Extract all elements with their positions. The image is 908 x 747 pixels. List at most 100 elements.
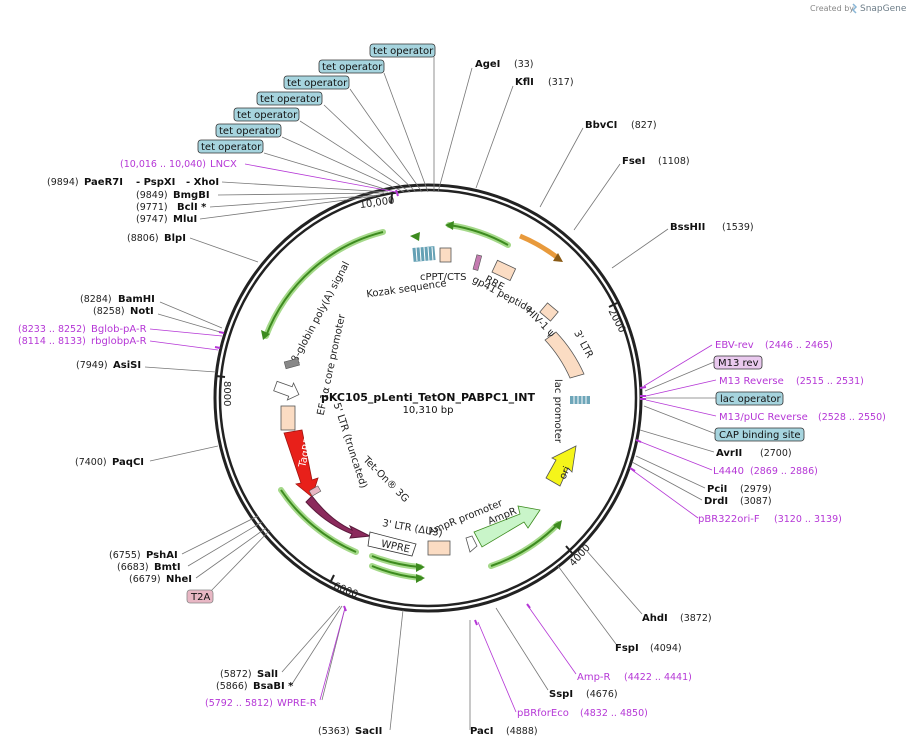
primer-pos: (2528 .. 2550) — [818, 412, 886, 423]
feature-arrowheads — [261, 221, 562, 583]
feature-rre-block — [472, 254, 483, 271]
enzyme-name-kfli[interactable]: KflI — [515, 77, 534, 88]
tick-mark — [390, 193, 393, 204]
enzyme-name-pspxi[interactable]: - PspXI — [136, 177, 175, 188]
feature-kozak-block — [439, 247, 452, 263]
feature-3ltr-du3-block — [427, 540, 451, 556]
tet-operator-box[interactable] — [369, 43, 436, 58]
feature-lac-stripes — [573, 396, 587, 404]
primer-pos: (2515 .. 2531) — [796, 376, 864, 387]
tet-operator-box[interactable] — [233, 107, 300, 122]
enzyme-leaders-right-top — [437, 67, 669, 269]
primer-name-wpre-r[interactable]: WPRE-R — [277, 698, 317, 709]
enzyme-name-sali[interactable]: SalI — [257, 669, 278, 680]
enzyme-name-xhoi[interactable]: - XhoI — [186, 177, 219, 188]
feature-hiv-block — [539, 302, 559, 322]
enzyme-name-drdi[interactable]: DrdI — [704, 496, 728, 507]
primer-name-m13-reverse[interactable]: M13 Reverse — [719, 376, 784, 387]
primer-name-bglob-pa-r[interactable]: Bglob-pA-R — [91, 324, 147, 335]
enzyme-pos: (3872) — [680, 613, 712, 624]
m13-rev-label: M13 rev — [718, 358, 759, 369]
enzyme-pos: (5363) — [318, 726, 350, 737]
primer-name-lncx[interactable]: LNCX — [210, 159, 237, 170]
enzyme-name-nhei[interactable]: NheI — [166, 574, 192, 585]
feature-leaders-right — [631, 361, 717, 501]
enzyme-name-blpi[interactable]: BlpI — [164, 233, 186, 244]
enzyme-name-bbvci[interactable]: BbvCI — [585, 120, 617, 131]
feature-label-3ltr: 3' LTR — [571, 329, 595, 360]
primer-name-l4440[interactable]: L4440 — [713, 466, 744, 477]
tet-operator-label: tet operator — [287, 78, 348, 89]
tick-label-10000: 10,000 — [359, 195, 395, 211]
primer-leader — [149, 328, 223, 337]
enzyme-pos: (6683) — [117, 562, 149, 573]
arrowhead-icon — [445, 221, 454, 230]
m13-rev-box[interactable] — [713, 355, 763, 370]
enzyme-name-bsabi[interactable]: BsaBI * — [253, 681, 294, 692]
enzyme-pos: (4888) — [506, 726, 538, 737]
t2a-box[interactable] — [186, 589, 214, 604]
arrowhead-icon — [553, 520, 562, 530]
enzyme-name-ahdi[interactable]: AhdI — [642, 613, 668, 624]
enzyme-name-paci[interactable]: PacI — [470, 726, 493, 737]
enzyme-name-agei[interactable]: AgeI — [475, 59, 500, 70]
feature-label-teton: Tet-On® 3G — [360, 454, 411, 505]
enzyme-name-paqci[interactable]: PaqCI — [112, 457, 144, 468]
enzyme-name-sspi[interactable]: SspI — [549, 689, 573, 700]
enzyme-pos: (5866) — [216, 681, 248, 692]
arrowhead-icon — [416, 574, 425, 583]
primer-pos: (5792 .. 5812) — [205, 698, 273, 709]
tet-operator-box[interactable] — [318, 59, 385, 74]
primer-name-pbrforeco[interactable]: pBRforEco — [517, 708, 569, 719]
lac-operator-label: lac operator — [720, 394, 781, 405]
snapgene-logo[interactable]: SnapGene — [851, 3, 907, 14]
tet-operator-box[interactable] — [197, 139, 264, 154]
feature-label-ori: ori — [558, 465, 573, 481]
enzyme-name-bmti[interactable]: BmtI — [154, 562, 181, 573]
tet-operator-box[interactable] — [215, 123, 282, 138]
primer-name-m13-puc-reverse[interactable]: M13/pUC Reverse — [719, 412, 808, 423]
cap-binding-site-box[interactable] — [714, 427, 805, 442]
primer-leaders-right-bottom — [319, 605, 577, 713]
enzyme-name-noti[interactable]: NotI — [130, 306, 154, 317]
enzyme-name-bmgbi[interactable]: BmgBI — [173, 190, 210, 201]
arrowhead-icon — [416, 563, 425, 572]
enzyme-name-bamhi[interactable]: BamHI — [118, 294, 155, 305]
enzyme-name-mlui[interactable]: MluI — [173, 214, 197, 225]
enzyme-pos: (2700) — [760, 448, 792, 459]
enzyme-pos: (4094) — [650, 643, 682, 654]
created-by-label: Created by — [810, 4, 854, 13]
tet-operator-box[interactable] — [256, 91, 323, 106]
enzyme-name-fsei[interactable]: FseI — [622, 156, 645, 167]
enzyme-leaders-left-top — [189, 181, 389, 263]
tet-operator-label: tet operator — [201, 142, 262, 153]
enzyme-name-avrii[interactable]: AvrII — [716, 448, 742, 459]
lac-operator-box[interactable] — [715, 391, 784, 406]
arrowhead-icon — [261, 330, 270, 340]
enzyme-name-pcii[interactable]: PciI — [707, 484, 727, 495]
feature-5ltr-block — [280, 405, 296, 431]
primer-name-rbglobpa-r[interactable]: rbglobpA-R — [91, 336, 147, 347]
primer-name-ebv-rev[interactable]: EBV-rev — [715, 340, 754, 351]
arrowhead-icon — [553, 253, 563, 262]
enzyme-name-bsshii[interactable]: BssHII — [670, 222, 705, 233]
enzyme-leaders-right-bottom — [469, 549, 643, 730]
enzyme-pos: (827) — [631, 120, 657, 131]
primer-pos-lncx: (10,016 .. 10,040) — [120, 159, 206, 170]
enzyme-pos: (8258) — [93, 306, 125, 317]
tet-operator-box[interactable] — [283, 75, 350, 90]
enzyme-name-pshai[interactable]: PshAI — [146, 550, 178, 561]
enzyme-name-paer7i[interactable]: PaeR7I — [84, 177, 123, 188]
enzyme-name-bcli[interactable]: BclI * — [177, 202, 207, 213]
enzyme-leaders-left-bottom — [181, 515, 404, 731]
primer-name-amp-r[interactable]: Amp-R — [577, 672, 611, 683]
primer-name-pbr322ori-f[interactable]: pBR322ori-F — [698, 514, 760, 525]
tet-operator-label: tet operator — [373, 46, 434, 57]
enzyme-name-fspi[interactable]: FspI — [615, 643, 639, 654]
enzyme-name-asisi[interactable]: AsiSI — [113, 360, 141, 371]
enzyme-pos: (9771) — [136, 202, 168, 213]
snapgene-logo-icon — [851, 3, 858, 14]
enzyme-name-sacii[interactable]: SacII — [355, 726, 382, 737]
